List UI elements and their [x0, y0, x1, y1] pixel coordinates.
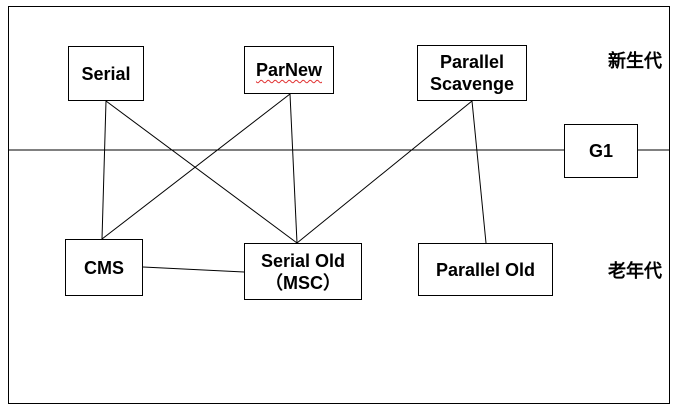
connector-parallel_scavenge-to-parallel_old [471, 100, 487, 244]
connector-parnew-to-cms [101, 93, 291, 240]
collector-parallel-old-label: Parallel Old [435, 259, 536, 280]
connector-cms-to-serial_old [142, 266, 245, 273]
collector-parnew: ParNew [244, 46, 334, 94]
collector-cms-label: CMS [84, 257, 124, 278]
collector-cms: CMS [65, 239, 143, 296]
collector-g1: G1 [564, 124, 638, 178]
collector-parnew-label: ParNew [255, 60, 323, 80]
old-generation-label: 老年代 [608, 261, 662, 282]
collector-parallel-scavenge: Parallel Scavenge [417, 45, 527, 101]
connector-parallel_scavenge-to-serial_old [296, 100, 473, 244]
collector-serial-old: Serial Old （MSC） [244, 243, 362, 300]
collector-serial-old-label: Serial Old （MSC） [260, 250, 346, 293]
collector-g1-label: G1 [588, 141, 613, 161]
connector-serial-to-cms [101, 100, 107, 240]
collector-parallel-scavenge-label: Parallel Scavenge [429, 52, 515, 94]
diagram-frame [8, 6, 670, 404]
connector-serial-to-serial_old [105, 100, 298, 244]
collector-serial-label: Serial [81, 63, 131, 84]
young-generation-label: 新生代 [608, 51, 662, 72]
collector-parallel-old: Parallel Old [418, 243, 553, 296]
collector-serial: Serial [68, 46, 144, 101]
connector-parnew-to-serial_old [289, 93, 298, 244]
